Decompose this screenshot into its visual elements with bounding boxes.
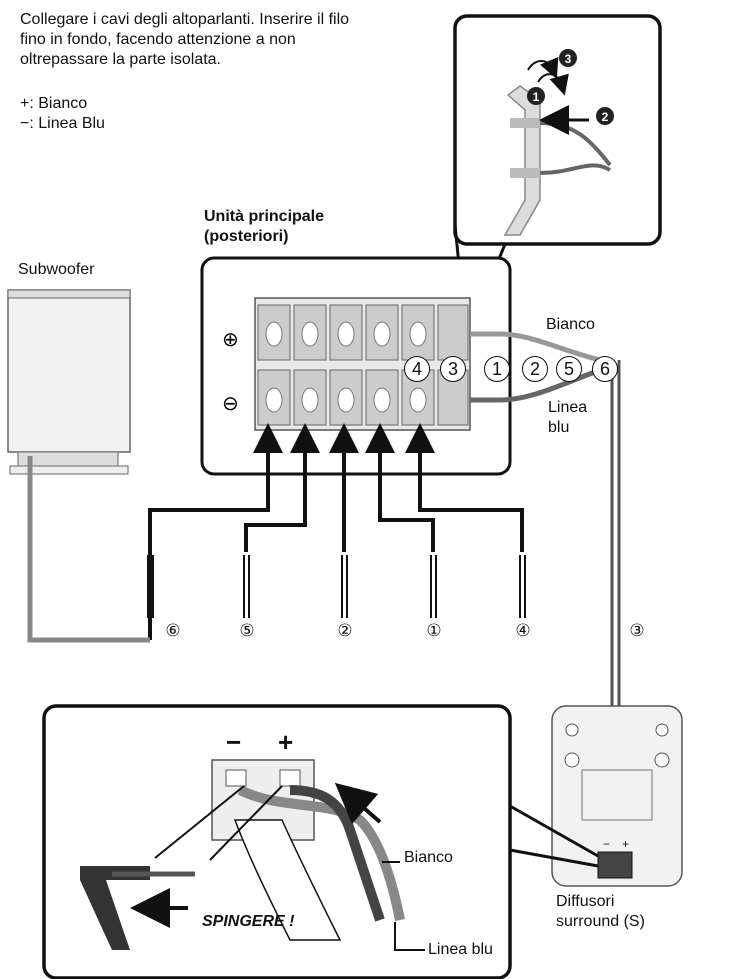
wire-label-bianco-bottom: Bianco [404,849,453,866]
cable-number-3: ③ [629,621,645,640]
wire-label-linea-blu-bottom: Linea blu [428,941,493,958]
terminal-number-3: 3 [440,356,466,382]
cable-stubs [147,555,526,618]
cable-number-5: ⑤ [239,621,255,640]
instructions-line-1: Collegare i cavi degli altoparlanti. Ins… [20,11,350,28]
main-unit-panel: ⊕ ⊖ [200,256,512,476]
surround-label-line-2: surround (S) [556,913,645,930]
minus-terminal-symbol: ⊖ [222,391,239,415]
subwoofer-illustration [7,289,131,475]
terminal-number-1: 1 [484,356,510,382]
step-2-label: 2 [602,110,609,124]
step-3-label: 3 [565,52,572,66]
plus-terminal-symbol: ⊕ [222,327,239,351]
surround-minus-symbol: − [603,837,611,851]
instructions-line-3: oltrepassare la parte isolata. [20,51,221,68]
surround-plus-symbol: + [622,837,630,851]
wire-label-linea-top: Linea [548,399,588,416]
surround-label-line-1: Diffusori [556,893,615,910]
surround-speaker-illustration [551,705,683,887]
insert-arrows [253,423,435,470]
terminal-number-2: 2 [522,356,548,382]
legend-plus: +: Bianco [20,95,88,112]
main-unit-label-line-2: (posteriori) [204,228,289,245]
terminal-number-6: 6 [592,356,618,382]
cable-number-6: ⑥ [165,621,181,640]
speaker-wires [27,450,524,643]
terminal-number-5: 5 [556,356,582,382]
terminal-number-row: 4 3 1 2 5 6 [404,352,624,382]
cable-number-4: ④ [515,621,531,640]
main-unit-label: Unità principale (posteriori) [204,207,324,247]
polarity-legend: +: Bianco −: Linea Blu [20,94,105,134]
legend-minus: −: Linea Blu [20,115,105,132]
terminal-detail-bottom [42,704,599,979]
subwoofer-label: Subwoofer [18,261,95,278]
wire-label-bianco-top: Bianco [546,316,595,333]
cable-number-2: ② [337,621,353,640]
instructions-line-2: fino in fondo, facendo attenzione a non [20,31,296,48]
push-label: SPINGERE ! [202,913,295,930]
bottom-minus-symbol: − [226,727,242,757]
instructions-text: Collegare i cavi degli altoparlanti. Ins… [20,10,460,70]
step-1-label: 1 [533,90,540,104]
terminal-number-4: 4 [404,356,430,382]
wire-label-blu-top: blu [548,419,570,436]
cable-number-1: ① [426,621,442,640]
main-unit-label-line-1: Unità principale [204,208,325,225]
surround-speaker-label: Diffusori surround (S) [556,892,645,932]
terminal-detail-top: 1 2 3 [453,14,662,314]
bottom-plus-symbol: + [278,727,294,757]
